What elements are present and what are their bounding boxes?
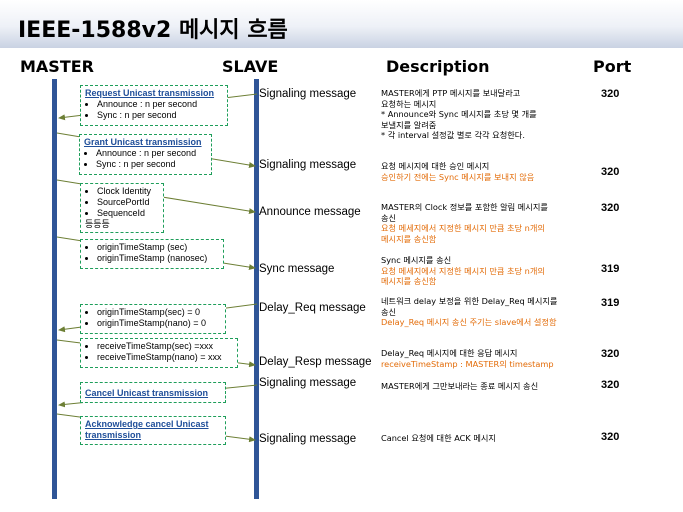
ack-cancel-box: Acknowledge cancel Unicast transmission <box>80 416 226 445</box>
slave-header: SLAVE <box>222 57 279 76</box>
desc-line: 송신 <box>381 212 397 223</box>
desc-line: MASTER에게 그만보내라는 종료 메시지 송신 <box>381 381 539 391</box>
message-label: Signaling message <box>259 88 357 100</box>
box-item: originTimeStamp(sec) = 0 <box>97 307 221 318</box>
description-text: MASTER에게 그만보내라는 종료 메시지 송신 <box>381 381 596 392</box>
delay-resp-fields-box: receiveTimeStamp(sec) =xxx receiveTimeSt… <box>80 338 238 368</box>
title-band <box>0 0 683 48</box>
port-value: 320 <box>601 202 620 214</box>
grant-unicast-box: Grant Unicast transmission Announce : n … <box>79 134 212 175</box>
box-item: originTimeStamp (sec) <box>97 242 219 253</box>
description-text: MASTER의 Clock 정보를 포함한 알림 메시지를 송신 요청 메세지에… <box>381 202 596 244</box>
desc-note: Delay_Req 메시지 송신 주기는 slave에서 설정함 <box>381 317 557 327</box>
desc-note: 요청 메세지에서 지정한 메시지 만큼 초당 n개의 <box>381 223 545 233</box>
port-value: 320 <box>601 166 620 178</box>
box-item: originTimeStamp (nanosec) <box>97 253 219 264</box>
desc-line: Delay_Req 메시지에 대한 응답 메시지 <box>381 348 518 358</box>
page-title: IEEE-1588v2 메시지 흐름 <box>18 18 288 43</box>
message-label: Signaling message <box>259 377 357 389</box>
desc-line: MASTER의 Clock 정보를 포함한 알림 메시지를 <box>381 202 548 212</box>
slave-lifeline <box>254 79 259 499</box>
delay-req-fields-box: originTimeStamp(sec) = 0 originTimeStamp… <box>80 304 226 334</box>
description-header: Description <box>386 57 490 76</box>
message-label: Signaling message <box>259 433 357 445</box>
port-value: 319 <box>601 297 620 309</box>
desc-line: * 각 interval 설정값 별로 각각 요청한다. <box>381 130 525 140</box>
desc-line: 요청 메시지에 대한 승인 메시지 <box>381 161 490 171</box>
box-head: Request Unicast transmission <box>85 88 215 98</box>
box-item: Announce : n per second <box>97 99 223 110</box>
desc-line: Sync 메시지를 송신 <box>381 255 452 265</box>
box-extra: 등등등 <box>85 219 110 229</box>
message-label: Signaling message <box>259 159 357 171</box>
port-value: 320 <box>601 348 620 360</box>
request-unicast-box: Request Unicast transmission Announce : … <box>80 85 228 126</box>
master-lifeline <box>52 79 57 499</box>
description-text: MASTER에게 PTP 메시지를 보내달라고 요청하는 메시지 * Annou… <box>381 88 596 141</box>
desc-line: * Announce와 Sync 메시지를 초당 몇 개를 <box>381 109 537 119</box>
box-item: Sync : n per second <box>96 159 207 170</box>
box-item: SequenceId <box>97 208 159 219</box>
port-header: Port <box>593 57 632 76</box>
desc-line: MASTER에게 PTP 메시지를 보내달라고 <box>381 88 521 98</box>
port-value: 320 <box>601 379 620 391</box>
message-label: Delay_Req message <box>259 302 366 314</box>
desc-note: 승인하기 전에는 Sync 메시지를 보내지 않음 <box>381 171 535 182</box>
desc-line: 네트워크 delay 보정을 위한 Delay_Req 메시지를 <box>381 296 558 306</box>
message-label: Announce message <box>259 206 361 218</box>
box-head: Acknowledge cancel Unicast transmission <box>85 419 209 440</box>
description-text: 네트워크 delay 보정을 위한 Delay_Req 메시지를 송신 Dela… <box>381 296 596 328</box>
description-text: Delay_Req 메시지에 대한 응답 메시지 receiveTimeStam… <box>381 348 596 369</box>
desc-note: 메시지를 송신함 <box>381 276 437 286</box>
box-item: originTimeStamp(nano) = 0 <box>97 318 221 329</box>
port-value: 320 <box>601 88 620 100</box>
announce-fields-box: Clock Identity SourcePortId SequenceId 등… <box>80 183 164 233</box>
box-item: Clock Identity <box>97 186 159 197</box>
message-label: Delay_Resp message <box>259 356 372 368</box>
desc-note: 요청 메세지에서 지정한 메시지 만큼 초당 n개의 <box>381 265 545 276</box>
box-item: receiveTimeStamp(sec) =xxx <box>97 341 233 352</box>
sync-fields-box: originTimeStamp (sec) originTimeStamp (n… <box>80 239 224 269</box>
box-head: Grant Unicast transmission <box>84 137 202 147</box>
cancel-unicast-box: Cancel Unicast transmission <box>80 382 226 403</box>
desc-line: 보낼지를 알려줌 <box>381 119 437 130</box>
desc-note: receiveTimeStamp : MASTER의 timestamp <box>381 358 554 369</box>
box-item: receiveTimeStamp(nano) = xxx <box>97 352 233 363</box>
master-header: MASTER <box>20 57 94 76</box>
port-value: 320 <box>601 431 620 443</box>
port-value: 319 <box>601 263 620 275</box>
description-text: 요청 메시지에 대한 승인 메시지 승인하기 전에는 Sync 메시지를 보내지… <box>381 161 596 182</box>
desc-note: 메시지를 송신함 <box>381 233 437 244</box>
box-item: SourcePortId <box>97 197 159 208</box>
message-label: Sync message <box>259 263 335 275</box>
box-head: Cancel Unicast transmission <box>85 388 209 398</box>
box-item: Announce : n per second <box>96 148 207 159</box>
desc-line: Cancel 요청에 대한 ACK 메시지 <box>381 433 496 443</box>
description-text: Cancel 요청에 대한 ACK 메시지 <box>381 433 596 444</box>
box-item: Sync : n per second <box>97 110 223 121</box>
desc-line: 요청하는 메시지 <box>381 98 437 109</box>
desc-line: 송신 <box>381 306 397 317</box>
description-text: Sync 메시지를 송신 요청 메세지에서 지정한 메시지 만큼 초당 n개의 … <box>381 255 596 287</box>
